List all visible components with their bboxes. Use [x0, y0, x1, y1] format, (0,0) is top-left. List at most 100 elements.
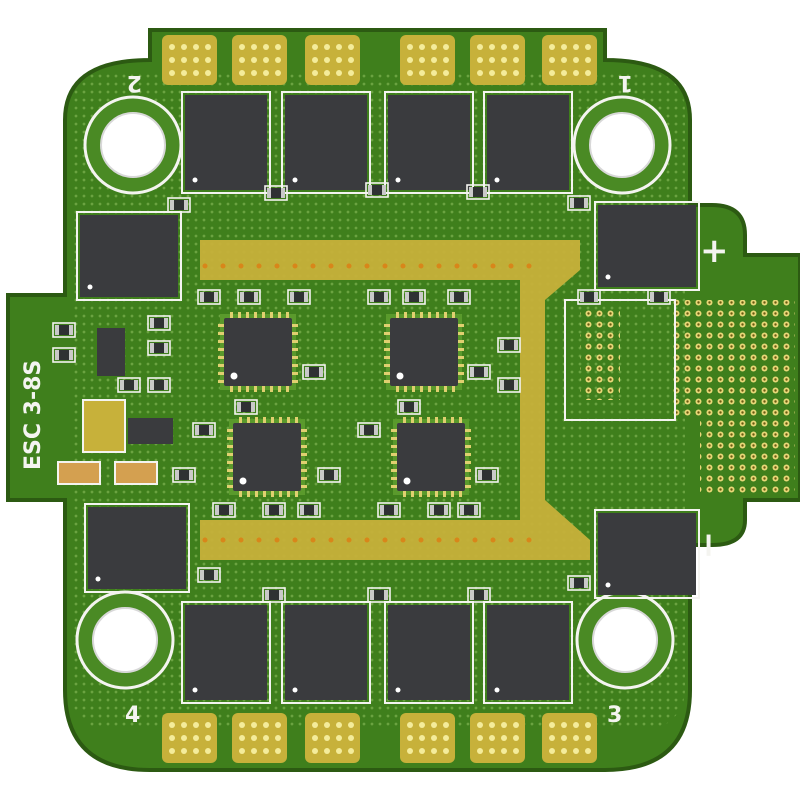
mount-label-4: 4 [125, 703, 140, 728]
motor-pad-icon [470, 713, 525, 763]
mount-label-1: 1 [618, 70, 633, 95]
smd-resistor [427, 502, 451, 518]
test-point [454, 263, 460, 269]
test-point [436, 537, 442, 543]
test-point [382, 537, 388, 543]
test-point [238, 537, 244, 543]
smd-resistor [52, 322, 76, 338]
motor-pad-icon [305, 35, 360, 85]
test-point [508, 263, 514, 269]
test-point [526, 537, 532, 543]
smd-resistor [647, 289, 671, 305]
smd-resistor [172, 467, 196, 483]
test-point [328, 537, 334, 543]
test-point [472, 537, 478, 543]
copper-bus [200, 240, 590, 560]
mcu-chip-icon [391, 417, 471, 497]
test-point [220, 537, 226, 543]
smd-resistor [467, 587, 491, 603]
motor-pad-icon [162, 35, 217, 85]
positive-label: + [700, 231, 729, 271]
test-point [292, 537, 298, 543]
smd-resistor [147, 315, 171, 331]
smd-resistor [367, 587, 391, 603]
motor-pad-icon [162, 713, 217, 763]
test-point [346, 263, 352, 269]
smd-resistor [365, 182, 389, 198]
mcu-chip-icon [227, 417, 307, 497]
test-point [274, 263, 280, 269]
smd-resistor [467, 364, 491, 380]
test-point [346, 537, 352, 543]
smd-resistor [497, 377, 521, 393]
mount-label-3: 3 [607, 703, 622, 728]
motor-pad-icon [400, 35, 455, 85]
smd-resistor [287, 289, 311, 305]
smd-resistor [302, 364, 326, 380]
mosfet-chip-icon [384, 601, 474, 704]
mosfet-chip-icon [181, 91, 271, 194]
test-point [310, 263, 316, 269]
motor-pad-icon [232, 713, 287, 763]
power-outline [564, 299, 676, 421]
mosfet-chip-icon [384, 91, 474, 194]
test-point [364, 537, 370, 543]
capacitor [114, 461, 158, 485]
power-pad-negative [700, 420, 795, 495]
regulator-chip [97, 328, 125, 376]
test-point [220, 263, 226, 269]
smd-resistor [297, 502, 321, 518]
smd-resistor [167, 197, 191, 213]
test-point [526, 263, 532, 269]
mosfet-chip-icon [594, 509, 700, 599]
mounting-hole-icon [575, 590, 675, 690]
test-point [256, 263, 262, 269]
smd-resistor [377, 502, 401, 518]
smd-resistor [197, 567, 221, 583]
smd-resistor [147, 377, 171, 393]
mosfet-chip-icon [84, 503, 190, 593]
board-label: ESC 3-8S [21, 360, 46, 470]
smd-resistor [466, 184, 490, 200]
mounting-hole-icon [83, 95, 183, 195]
smd-resistor [192, 422, 216, 438]
mount-label-2: 2 [127, 70, 142, 95]
smd-resistor [475, 467, 499, 483]
smd-resistor [317, 467, 341, 483]
smd-resistor [567, 195, 591, 211]
smd-resistor [367, 289, 391, 305]
power-pad-positive [670, 300, 795, 420]
smd-resistor [497, 337, 521, 353]
smd-resistor [212, 502, 236, 518]
smd-resistor [567, 575, 591, 591]
motor-pad-icon [232, 35, 287, 85]
test-point [310, 537, 316, 543]
negative-label: − [689, 531, 729, 560]
smd-resistor [457, 502, 481, 518]
test-point [382, 263, 388, 269]
smd-resistor [447, 289, 471, 305]
test-point [238, 263, 244, 269]
motor-pad-icon [470, 35, 525, 85]
smd-resistor [357, 422, 381, 438]
test-point [454, 537, 460, 543]
motor-pad-icon [400, 713, 455, 763]
smd-resistor [147, 340, 171, 356]
mosfet-chip-icon [281, 601, 371, 704]
inductor [82, 399, 126, 453]
test-point [418, 263, 424, 269]
test-point [292, 263, 298, 269]
test-point [202, 537, 208, 543]
mosfet-chip-icon [483, 91, 573, 194]
mosfet-chip-icon [483, 601, 573, 704]
test-point [274, 537, 280, 543]
smd-resistor [397, 399, 421, 415]
mounting-hole-icon [75, 590, 175, 690]
smd-resistor [262, 502, 286, 518]
test-point [256, 537, 262, 543]
smd-resistor [262, 587, 286, 603]
mosfet-chip-icon [181, 601, 271, 704]
test-point [436, 263, 442, 269]
test-point [364, 263, 370, 269]
